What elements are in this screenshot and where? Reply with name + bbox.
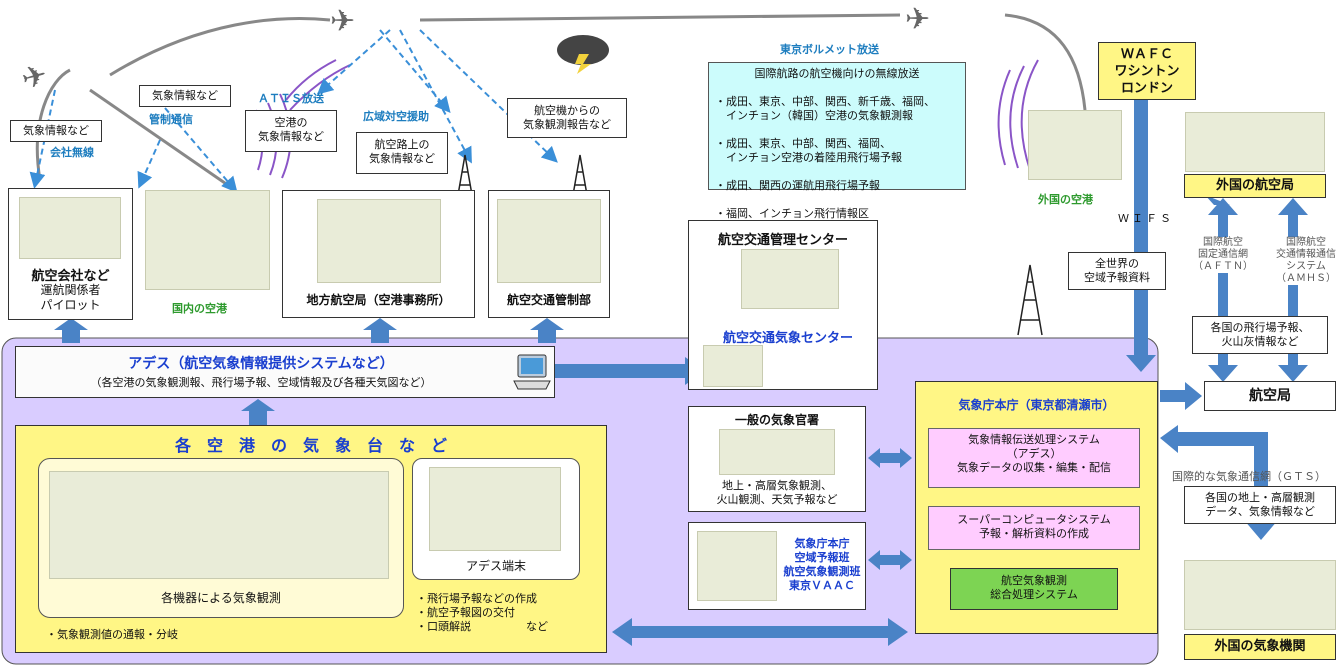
domestic-airport-label: 国内の空港 bbox=[172, 302, 227, 315]
general-station-sub: 地上・高層気象観測、 火山観測、天気予報など bbox=[716, 479, 838, 506]
general-station-box: 一般の気象官署 地上・高層気象観測、 火山観測、天気予報など bbox=[688, 406, 866, 512]
atm-center-box: 航空交通管理センター 航空交通気象センター bbox=[688, 220, 878, 390]
thunderstorm-icon bbox=[555, 32, 611, 74]
atmet-center-image bbox=[703, 345, 763, 387]
airline-sub: 運航関係者 パイロット bbox=[40, 283, 101, 312]
hq-units-image bbox=[697, 531, 777, 601]
airports-note: ・航空予報図の交付 bbox=[416, 606, 515, 619]
instruments-image bbox=[49, 471, 389, 579]
antenna-icon bbox=[457, 154, 1043, 336]
airline-image bbox=[19, 197, 121, 259]
bubble-kakkoku-yoho: 各国の飛行場予報、 火山灰情報など bbox=[1192, 316, 1328, 354]
volmet-item: ・成田、東京、中部、関西、新千歳、福岡、 インチョン（韓国）空港の気象観測報 bbox=[715, 95, 935, 122]
domestic-airport-image bbox=[145, 190, 270, 290]
foreign-aviation-image bbox=[1185, 112, 1325, 172]
label-kansei-tsushin: 管制通信 bbox=[149, 113, 193, 126]
ades-sub: （各空港の気象観測報、飛行場予報、空域情報及び各種天気図など） bbox=[90, 376, 432, 389]
atc-box: 航空交通管制部 bbox=[488, 190, 610, 318]
label-atis: ＡＴＩＳ放送 bbox=[258, 92, 324, 105]
laptop-icon bbox=[512, 351, 552, 393]
label-amhs: 国際航空 交通情報通信 システム （ＡＭＨＳ） bbox=[1268, 237, 1344, 285]
regional-bureau-box: 地方航空局（空港事務所） bbox=[282, 190, 475, 318]
atc-title: 航空交通管制部 bbox=[506, 293, 591, 307]
jma-system-ades: 気象情報伝送処理システム （アデス） 気象データの収集・編集・配信 bbox=[928, 428, 1140, 488]
airline-box: 航空会社など 運航関係者 パイロット bbox=[8, 188, 133, 320]
airports-note: ・飛行場予報などの作成 bbox=[416, 592, 537, 605]
foreign-airport-image bbox=[1028, 110, 1122, 180]
label-gts: 国際的な気象通信網（ＧＴＳ） bbox=[1172, 470, 1326, 483]
jma-system-supercomputer: スーパーコンピュータシステム 予報・解析資料の作成 bbox=[928, 506, 1140, 550]
hq-units-text: 気象庁本庁 空域予報班 航空気象観測班 東京ＶＡＡＣ bbox=[783, 537, 861, 592]
instruments-panel: 各機器による気象観測 bbox=[38, 458, 404, 618]
terminal-caption: アデス端末 bbox=[465, 559, 526, 573]
bubble-kakkoku-chijo: 各国の地上・高層観測 データ、気象情報など bbox=[1184, 486, 1336, 524]
jcab-box: 航空局 bbox=[1204, 381, 1336, 411]
jma-box: 気象庁本庁（東京都清瀬市） 気象情報伝送処理システム （アデス） 気象データの収… bbox=[915, 381, 1158, 634]
atc-image bbox=[497, 199, 601, 283]
label-koiki: 広域対空援助 bbox=[363, 110, 429, 123]
airplane-icon: ✈ bbox=[330, 4, 356, 39]
bubble-pirep: 航空機からの 気象観測報告など bbox=[507, 98, 627, 138]
atmet-center-title: 航空交通気象センター bbox=[722, 331, 853, 346]
general-station-image bbox=[719, 429, 835, 475]
hq-units-box: 気象庁本庁 空域予報班 航空気象観測班 東京ＶＡＡＣ bbox=[688, 522, 866, 610]
volmet-box: 国際航路の航空機向けの無線放送 ・成田、東京、中部、関西、新千歳、福岡、 インチ… bbox=[708, 62, 966, 234]
regional-bureau-image bbox=[317, 199, 441, 283]
foreign-met-image bbox=[1184, 560, 1336, 630]
jma-title: 気象庁本庁（東京都清瀬市） bbox=[958, 398, 1115, 412]
atm-center-image bbox=[741, 249, 839, 309]
ades-box: アデス（航空気象情報提供システムなど） （各空港の気象観測報、飛行場予報、空域情… bbox=[15, 346, 555, 398]
label-aftn: 国際航空 固定通信網 （ＡＦＴＮ） bbox=[1180, 237, 1266, 273]
label-volmet: 東京ボルメット放送 bbox=[780, 43, 879, 56]
terminal-panel: アデス端末 bbox=[412, 458, 580, 580]
airports-note-left: ・気象観測値の通報・分岐 bbox=[46, 628, 178, 641]
label-wifs: ＷＩＦＳ bbox=[1118, 212, 1174, 225]
foreign-met-box: 外国の気象機関 bbox=[1184, 634, 1336, 660]
general-station-title: 一般の気象官署 bbox=[734, 413, 819, 427]
volmet-title: 国際航路の航空機向けの無線放送 bbox=[754, 67, 920, 80]
airports-box: 各 空 港 の 気 象 台 な ど 各機器による気象観測 アデス端末 ・気象観測… bbox=[15, 425, 607, 653]
volmet-item: ・成田、東京、中部、関西、福岡、 インチョン空港の着陸用飛行場予報 bbox=[715, 137, 902, 164]
atm-center-title: 航空交通管理センター bbox=[717, 233, 848, 248]
bubble-atis: 空港の 気象情報など bbox=[245, 110, 337, 152]
airports-title: 各 空 港 の 気 象 台 な ど bbox=[174, 436, 447, 455]
bubble-zensekai: 全世界の 空域予報資料 bbox=[1068, 252, 1166, 290]
foreign-airport-label: 外国の空港 bbox=[1038, 193, 1093, 206]
instruments-caption: 各機器による気象観測 bbox=[161, 591, 281, 605]
bubble-koiki: 航空路上の 気象情報など bbox=[356, 132, 448, 174]
bubble-kisho-joho-left: 気象情報など bbox=[10, 120, 102, 142]
jma-system-observation: 航空気象観測 総合処理システム bbox=[950, 568, 1118, 610]
airline-title: 航空会社など bbox=[31, 269, 110, 284]
wafc-box: ＷＡＦＣ ワシントン ロンドン bbox=[1098, 42, 1196, 100]
foreign-aviation-box: 外国の航空局 bbox=[1184, 174, 1326, 198]
airplane-icon: ✈ bbox=[905, 2, 931, 37]
label-kaisha-musen: 会社無線 bbox=[50, 146, 94, 159]
bubble-kisho-joho-mid: 気象情報など bbox=[139, 85, 231, 107]
ades-title: アデス（航空気象情報提供システムなど） bbox=[128, 356, 394, 372]
regional-bureau-title: 地方航空局（空港事務所） bbox=[306, 293, 451, 307]
terminal-image bbox=[429, 467, 561, 551]
volmet-item: ・成田、関西の運航用飛行場予報 bbox=[715, 179, 880, 192]
airports-note: ・口頭解説 など bbox=[416, 620, 548, 633]
